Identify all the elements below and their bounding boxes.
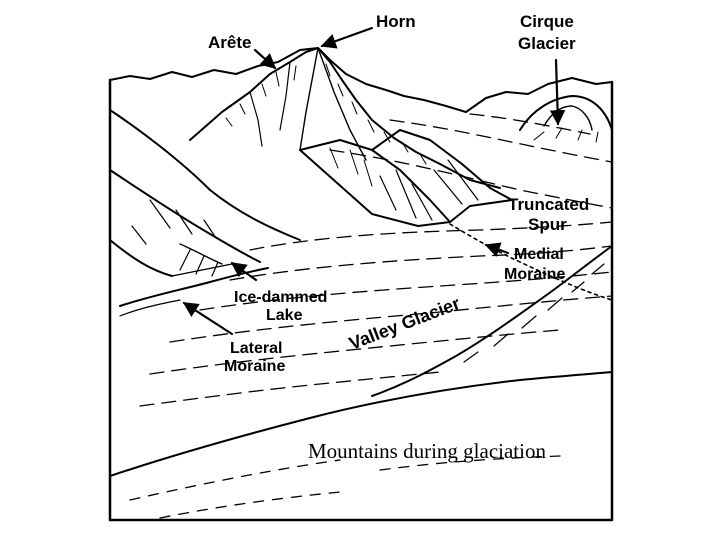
label-ice-dammed-line2: Lake [266, 307, 303, 324]
label-horn: Horn [376, 12, 416, 31]
medial-moraine [449, 223, 613, 301]
figure-caption: Mountains during glaciation [308, 439, 546, 463]
background-ridgeline [109, 47, 613, 113]
glacier-flow-lines [139, 113, 613, 407]
horn-peak [189, 47, 501, 189]
label-medial-line1: Medial [514, 246, 564, 263]
left-valley-wall [109, 109, 301, 277]
label-lateral-line1: Lateral [230, 340, 282, 357]
diagram-frame [108, 78, 614, 522]
label-medial-line2: Moraine [504, 266, 565, 283]
leader-arrows [182, 26, 566, 336]
label-cirque-line2: Glacier [518, 34, 576, 53]
horn-arrow [320, 26, 374, 49]
label-truncated-line1: Truncated [508, 195, 589, 214]
lake-and-lateral-moraine [119, 263, 269, 317]
cirque-arrow [549, 58, 566, 126]
lateral-moraine-arrow [182, 301, 234, 336]
foreground-slope [109, 371, 613, 519]
label-lateral-line2: Moraine [224, 358, 285, 375]
label-cirque-line1: Cirque [520, 12, 574, 31]
cirque-bowl [519, 95, 613, 143]
medial-moraine-arrow [484, 242, 510, 257]
label-ice-dammed-line1: Ice-dammed [234, 289, 327, 306]
right-foreground-ridge [371, 245, 613, 397]
label-truncated-line2: Spur [528, 215, 567, 234]
label-arete: Arête [208, 33, 251, 52]
truncated-spurs [299, 129, 513, 227]
arete-arrow [253, 48, 277, 70]
ice-dammed-lake-arrow [230, 261, 258, 282]
